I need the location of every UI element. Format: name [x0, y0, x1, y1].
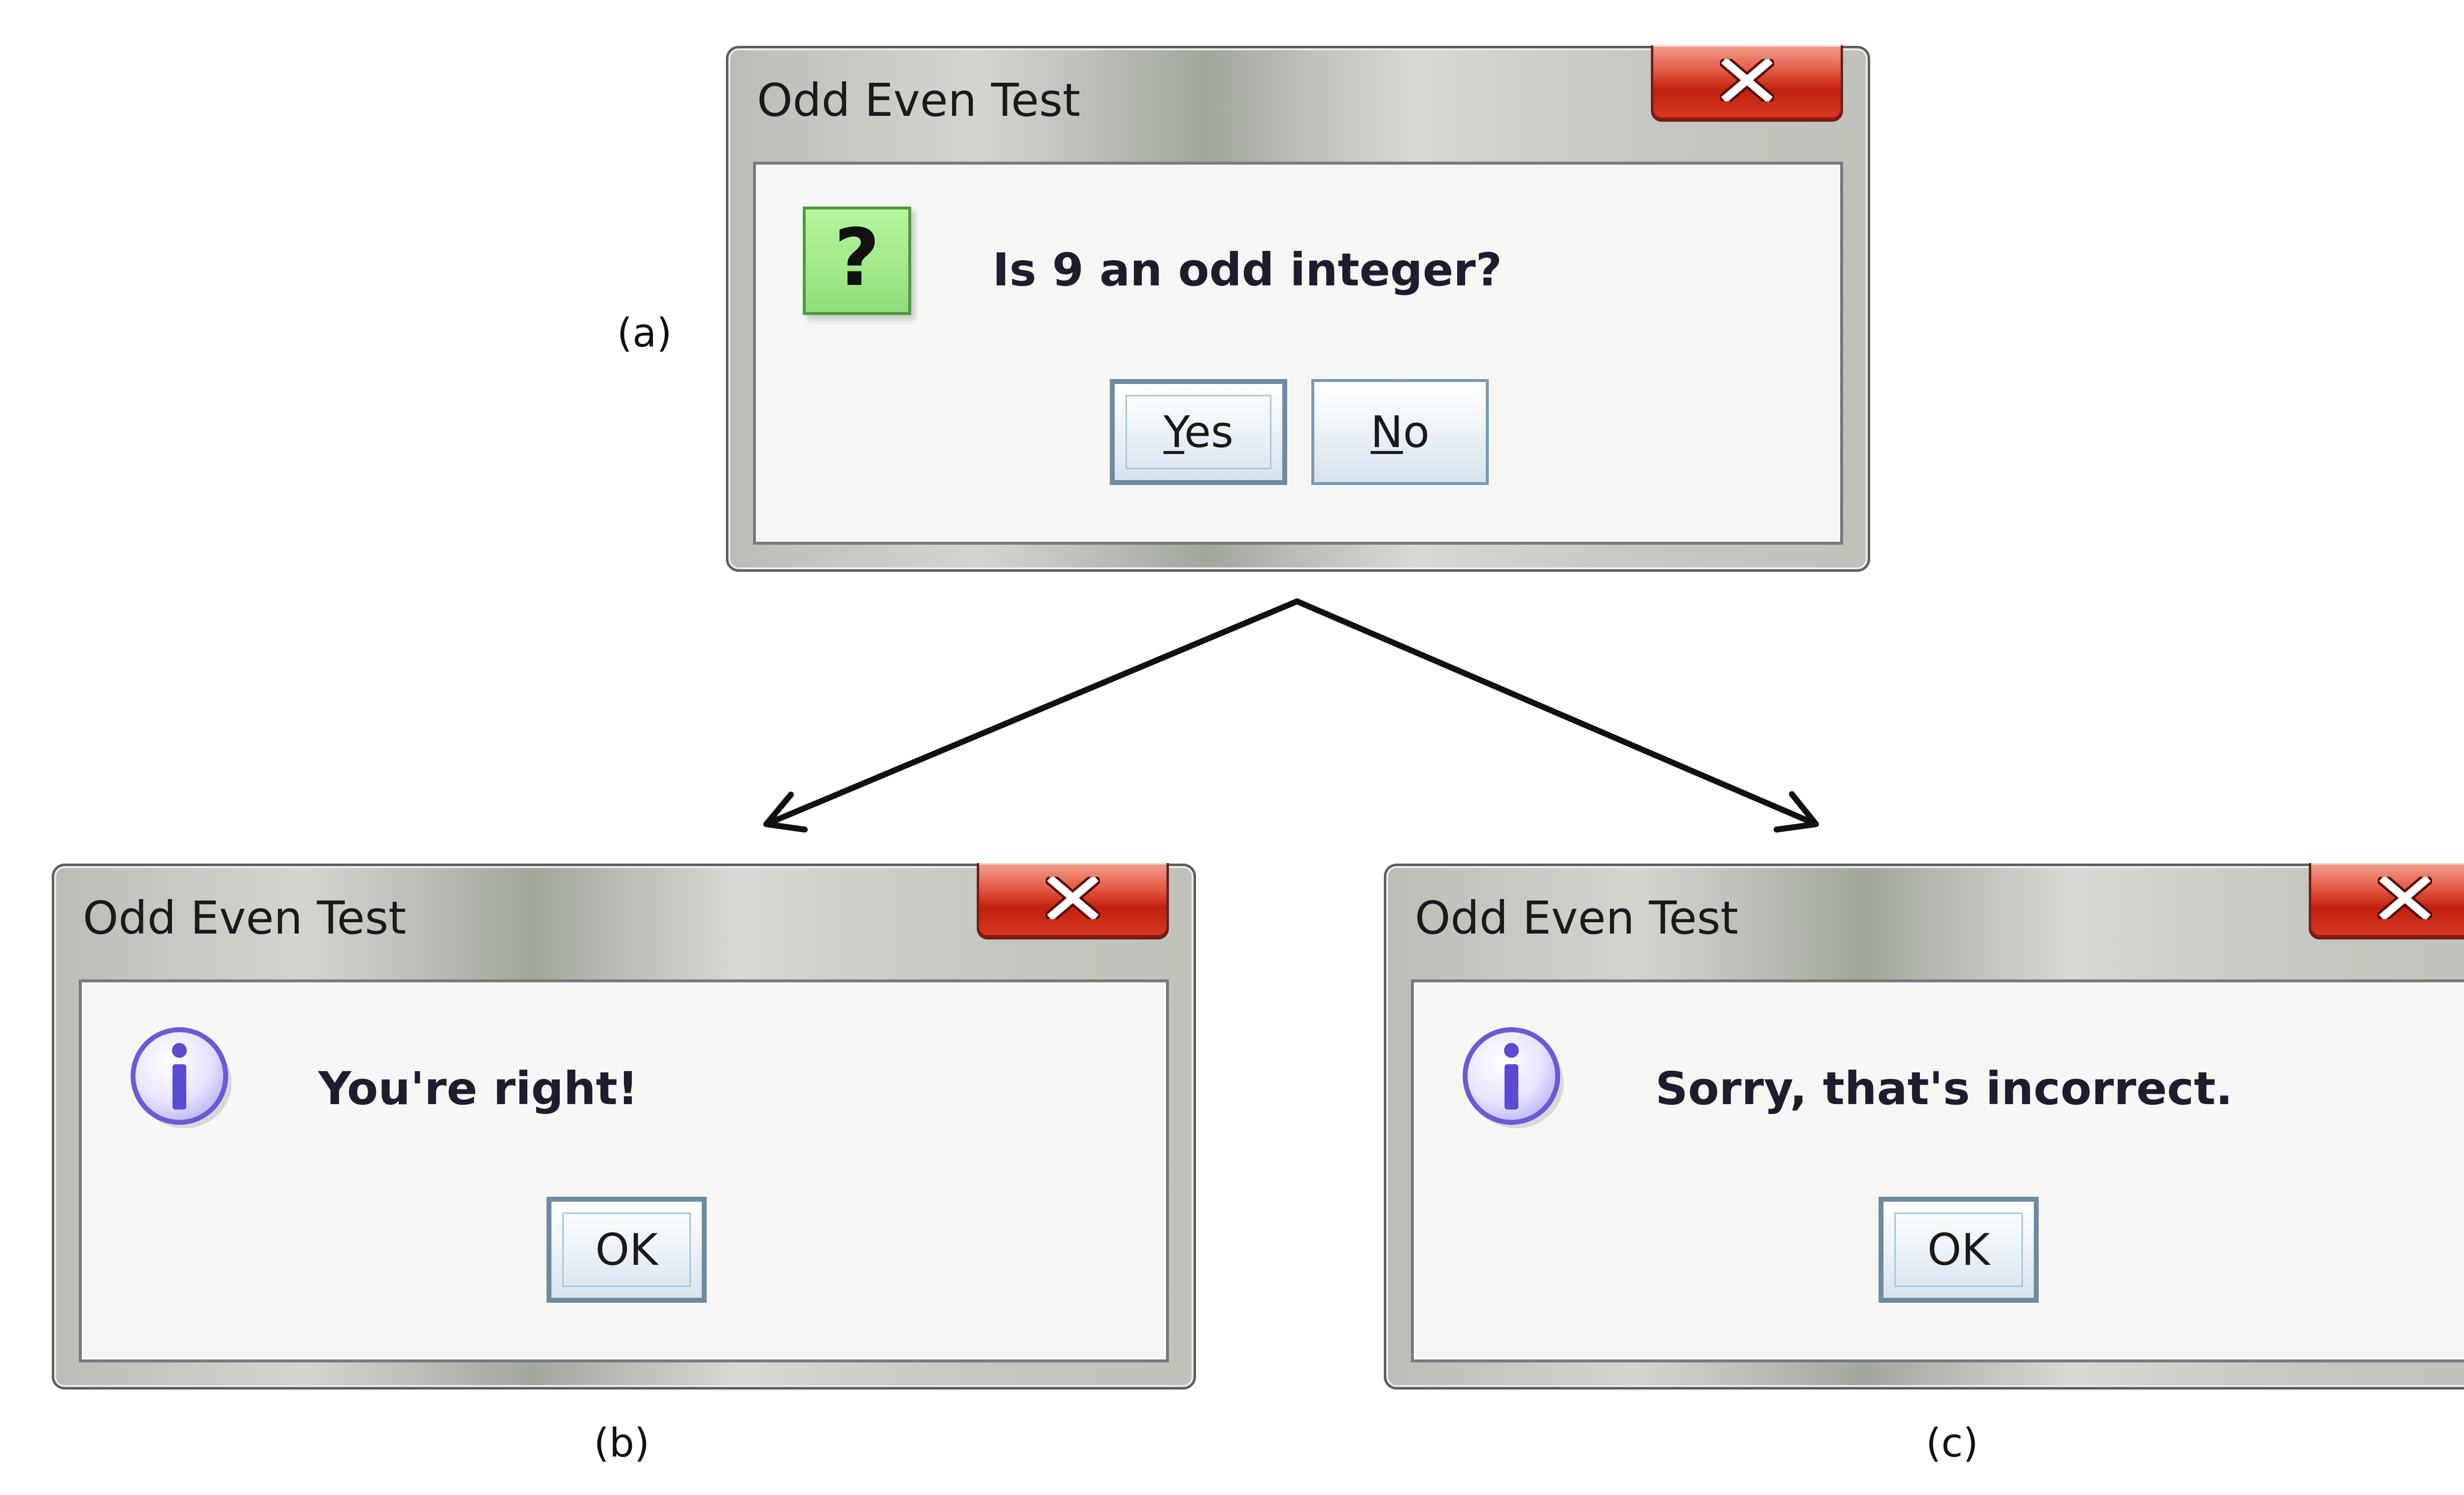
dialog-message: Is 9 an odd integer? [992, 243, 1503, 296]
dialog-content: You're right! OK [79, 979, 1169, 1362]
close-button[interactable] [2309, 863, 2464, 939]
yes-button-label: Yes [1163, 407, 1234, 457]
title-bar[interactable]: Odd Even Test [54, 863, 1194, 972]
caption-c: (c) [1926, 1420, 1979, 1466]
caption-a: (a) [617, 310, 672, 356]
arrow-to-c [1294, 598, 1819, 827]
ok-button-label: OK [1927, 1224, 1990, 1275]
close-button[interactable] [977, 863, 1169, 939]
question-icon: ? [803, 207, 911, 315]
dialog-odd-even-question: Odd Even Test ? Is 9 an odd integer? Yes… [726, 45, 1870, 572]
ok-button[interactable]: OK [1879, 1197, 2039, 1303]
info-icon [1463, 1027, 1564, 1128]
ok-button-label: OK [595, 1224, 658, 1275]
close-button[interactable] [1651, 45, 1843, 122]
arrow-to-b-head [763, 792, 808, 833]
info-icon [131, 1027, 232, 1128]
close-icon [1046, 876, 1100, 919]
arrow-to-b [763, 598, 1300, 827]
title-bar[interactable]: Odd Even Test [1386, 863, 2464, 972]
no-button-label: No [1370, 407, 1430, 457]
arrow-to-c-head [1774, 791, 1819, 833]
dialog-content: Sorry, that's incorrect. OK [1411, 979, 2464, 1362]
close-icon [1720, 59, 1774, 102]
window-title: Odd Even Test [757, 74, 1081, 127]
caption-b: (b) [594, 1420, 650, 1466]
yes-button[interactable]: Yes [1110, 379, 1287, 485]
title-bar[interactable]: Odd Even Test [728, 45, 1868, 154]
dialog-content: ? Is 9 an odd integer? Yes No [753, 162, 1843, 545]
dialog-odd-even-correct: Odd Even Test You're right! [52, 863, 1196, 1390]
no-button[interactable]: No [1311, 379, 1489, 485]
window-title: Odd Even Test [83, 892, 407, 944]
dialog-message: You're right! [318, 1062, 639, 1115]
window-title: Odd Even Test [1415, 892, 1739, 944]
dialog-odd-even-incorrect: Odd Even Test Sorry, that's incorrect. [1384, 863, 2464, 1390]
ok-button[interactable]: OK [547, 1197, 707, 1303]
close-icon [2378, 876, 2432, 919]
dialog-message: Sorry, that's incorrect. [1655, 1062, 2233, 1115]
